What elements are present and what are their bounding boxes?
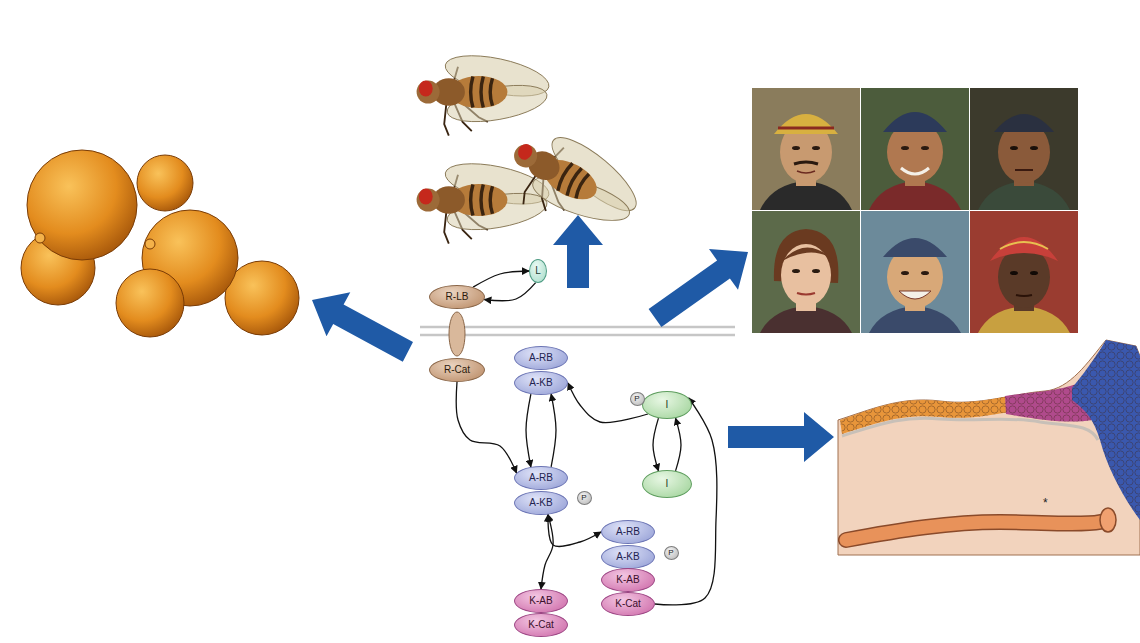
receptor-domain: R-Cat	[429, 358, 485, 382]
phosphate-circle: P	[664, 546, 679, 560]
fruit-flies	[417, 48, 656, 253]
reaction-arrow	[676, 418, 681, 471]
phosphate-circle: P	[577, 491, 592, 505]
marker-label: *	[1043, 497, 1048, 509]
inhibitor-node: I	[642, 391, 692, 419]
reaction-arrow	[473, 271, 529, 287]
node-label: K-AB	[529, 596, 552, 607]
yeast-cells	[21, 150, 299, 337]
node-label: K-Cat	[615, 599, 641, 610]
node-label: A-KB	[529, 498, 552, 509]
kinase-domain: K-Cat	[514, 613, 568, 637]
reaction-arrow	[568, 383, 648, 423]
adaptor-domain: A-KB	[601, 545, 655, 569]
adaptor-domain: A-KB	[514, 491, 568, 515]
human-faces-photo	[750, 86, 1080, 335]
phosphate-circle: P	[630, 392, 645, 406]
node-label: K-AB	[616, 575, 639, 586]
reaction-arrow	[526, 394, 531, 467]
receptor-domain: R-LB	[429, 285, 485, 309]
tissue-section	[838, 340, 1140, 555]
adaptor-domain: A-KB	[514, 371, 568, 395]
reaction-arrow	[541, 515, 553, 589]
node-label: K-Cat	[528, 620, 554, 631]
node-label: I	[666, 479, 669, 490]
output-arrows	[312, 215, 834, 462]
cell-membrane	[420, 312, 735, 356]
reaction-arrow	[484, 283, 535, 301]
reaction-arrow	[551, 394, 556, 467]
kinase-domain: K-AB	[601, 568, 655, 592]
node-label: A-RB	[529, 473, 553, 484]
node-label: R-Cat	[444, 365, 470, 376]
node-label: P	[668, 549, 673, 557]
ligand-node: L	[529, 259, 547, 283]
node-label: P	[634, 395, 639, 403]
adaptor-domain: A-RB	[514, 346, 568, 370]
node-label: A-RB	[616, 527, 640, 538]
node-label: A-KB	[616, 552, 639, 563]
node-label: R-LB	[446, 292, 469, 303]
adaptor-domain: A-RB	[601, 520, 655, 544]
adaptor-domain: A-RB	[514, 466, 568, 490]
node-label: A-KB	[529, 378, 552, 389]
node-label: L	[535, 266, 541, 277]
node-label: A-RB	[529, 353, 553, 364]
reaction-arrow	[456, 382, 516, 473]
node-label: P	[581, 494, 586, 502]
reaction-arrow	[655, 398, 717, 605]
kinase-domain: K-Cat	[601, 592, 655, 616]
inhibitor-node: I	[642, 470, 692, 498]
node-label: I	[666, 400, 669, 411]
kinase-domain: K-AB	[514, 589, 568, 613]
reaction-arrow	[653, 418, 658, 471]
reaction-arrow	[548, 515, 601, 547]
